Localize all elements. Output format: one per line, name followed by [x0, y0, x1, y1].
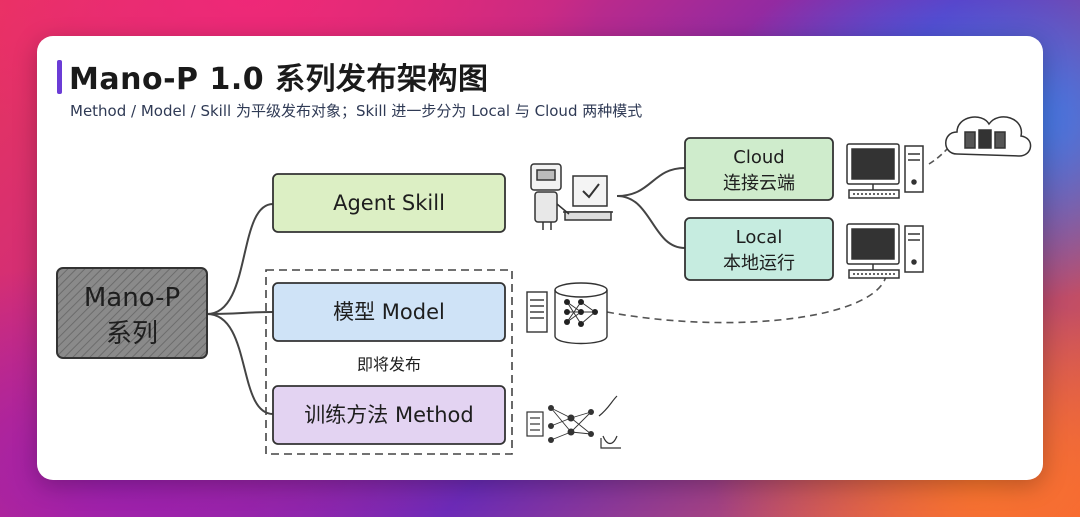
local-label-line2: 本地运行 [723, 253, 795, 274]
skill-connectors [616, 167, 686, 249]
root-connectors [206, 203, 274, 415]
cloud-server-icon [945, 116, 1032, 157]
title-accent-bar [57, 60, 62, 94]
root-label-line1: Mano-P [84, 283, 180, 313]
local-label-line1: Local [736, 227, 783, 248]
cloud-label-line2: 连接云端 [723, 173, 795, 194]
desktop-computer-icon [846, 143, 924, 199]
diagram-card: Mano-P 1.0 系列发布架构图 Method / Model / Skil… [37, 36, 1043, 480]
model-label: 模型 Model [333, 300, 445, 324]
root-label-line2: 系列 [106, 319, 158, 349]
page-title: Mano-P 1.0 系列发布架构图 [69, 62, 489, 97]
cloud-node: Cloud 连接云端 [684, 137, 834, 201]
neural-network-database-icon [526, 282, 608, 345]
cloud-label-line1: Cloud [733, 147, 784, 168]
root-node: Mano-P 系列 [56, 267, 208, 359]
agent-skill-label: Agent Skill [333, 191, 445, 215]
model-local-dashed-link [606, 269, 888, 324]
training-network-icon [526, 395, 621, 449]
desktop-computer-icon [846, 223, 924, 279]
architecture-diagram: Mano-P 系列 Agent Skill 模型 Model 即将发布 训练方法… [56, 116, 1032, 455]
upcoming-label: 即将发布 [357, 355, 421, 374]
robot-at-computer-icon [530, 163, 613, 230]
agent-skill-node: Agent Skill [272, 173, 506, 233]
model-node: 模型 Model [272, 282, 506, 342]
method-label: 训练方法 Method [304, 403, 473, 427]
local-node: Local 本地运行 [684, 217, 834, 281]
method-node: 训练方法 Method [272, 385, 506, 445]
page-subtitle: Method / Model / Skill 为平级发布对象；Skill 进一步… [70, 102, 643, 120]
upcoming-group-box [265, 269, 513, 455]
